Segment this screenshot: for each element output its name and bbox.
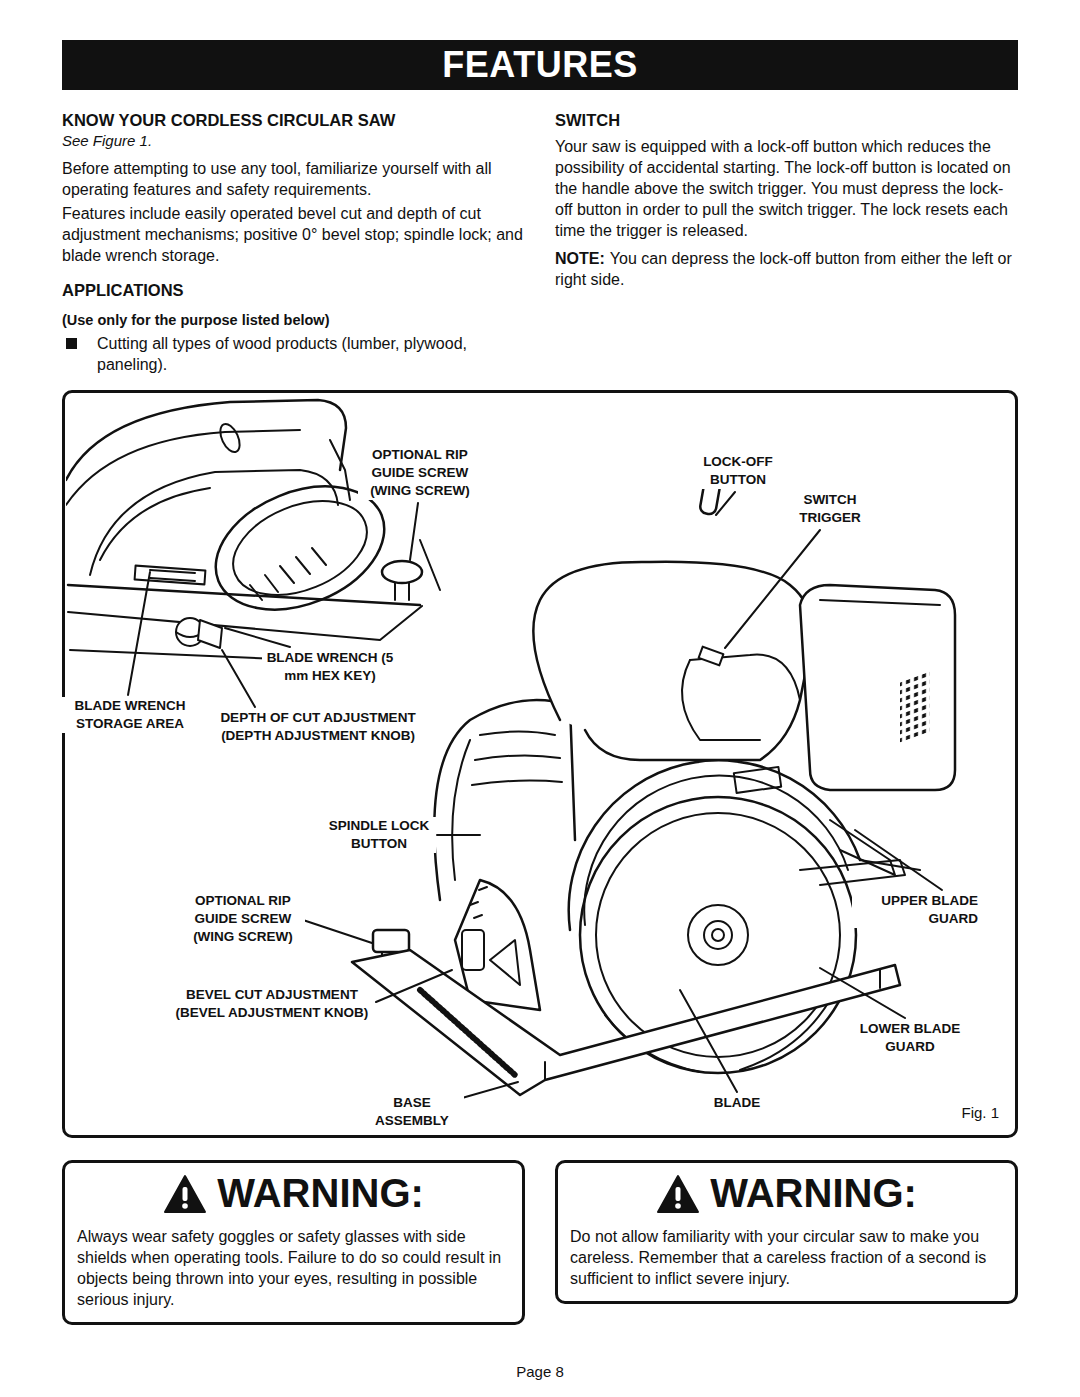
note-prefix: NOTE: [555, 250, 605, 267]
body-text: Before attempting to use any tool, famil… [62, 158, 525, 200]
part-label: LOWER BLADE GUARD [848, 1020, 972, 1056]
warning-text: Do not allow familiarity with your circu… [570, 1226, 1003, 1289]
instruction-note: (Use only for the purpose listed below) [62, 311, 525, 330]
part-label: BEVEL CUT ADJUSTMENT (BEVEL ADJUSTMENT K… [170, 986, 374, 1022]
part-label: DEPTH OF CUT ADJUSTMENT (DEPTH ADJUSTMEN… [216, 709, 420, 745]
page-title: FEATURES [442, 44, 637, 86]
note-text: You can depress the lock-off button from… [555, 250, 1012, 288]
page-number: Page 8 [470, 1362, 610, 1381]
warning-text: Always wear safety goggles or safety gla… [77, 1226, 510, 1310]
section-heading: SWITCH [555, 110, 1018, 130]
part-label: BLADE [695, 1094, 779, 1112]
warning-header: WARNING: [570, 1171, 1003, 1216]
section-heading: KNOW YOUR CORDLESS CIRCULAR SAW [62, 110, 525, 130]
body-text: Your saw is equipped with a lock-off but… [555, 136, 1018, 241]
figure-reference: See Figure 1. [62, 131, 525, 150]
warning-box: WARNING: Always wear safety goggles or sa… [62, 1160, 525, 1325]
warning-icon [163, 1174, 207, 1214]
note-paragraph: NOTE:You can depress the lock-off button… [555, 248, 1018, 290]
body-text: Features include easily operated bevel c… [62, 203, 525, 266]
figure-caption: Fig. 1 [961, 1104, 999, 1121]
part-label: SWITCH TRIGGER [785, 491, 875, 527]
warning-box: WARNING: Do not allow familiarity with yo… [555, 1160, 1018, 1304]
title-band: FEATURES [62, 40, 1018, 90]
warning-header: WARNING: [77, 1171, 510, 1216]
section-heading: APPLICATIONS [62, 280, 525, 300]
part-label: BLADE WRENCH (5 mm HEX KEY) [262, 649, 398, 685]
bullet-text: Cutting all types of wood products (lumb… [97, 333, 525, 375]
part-label: OPTIONAL RIP GUIDE SCREW (WING SCREW) [181, 892, 305, 946]
part-label: SPINDLE LOCK BUTTON [322, 817, 436, 853]
part-label: OPTIONAL RIP GUIDE SCREW (WING SCREW) [358, 446, 482, 500]
bullet-square [66, 338, 77, 349]
warning-heading: WARNING: [710, 1171, 917, 1216]
part-label: BLADE WRENCH STORAGE AREA [62, 697, 198, 733]
warning-icon [656, 1174, 700, 1214]
part-label: BASE ASSEMBLY [360, 1094, 464, 1130]
part-label: LOCK-OFF BUTTON [693, 453, 783, 489]
warning-heading: WARNING: [217, 1171, 424, 1216]
part-label: UPPER BLADE GUARD [852, 892, 980, 928]
